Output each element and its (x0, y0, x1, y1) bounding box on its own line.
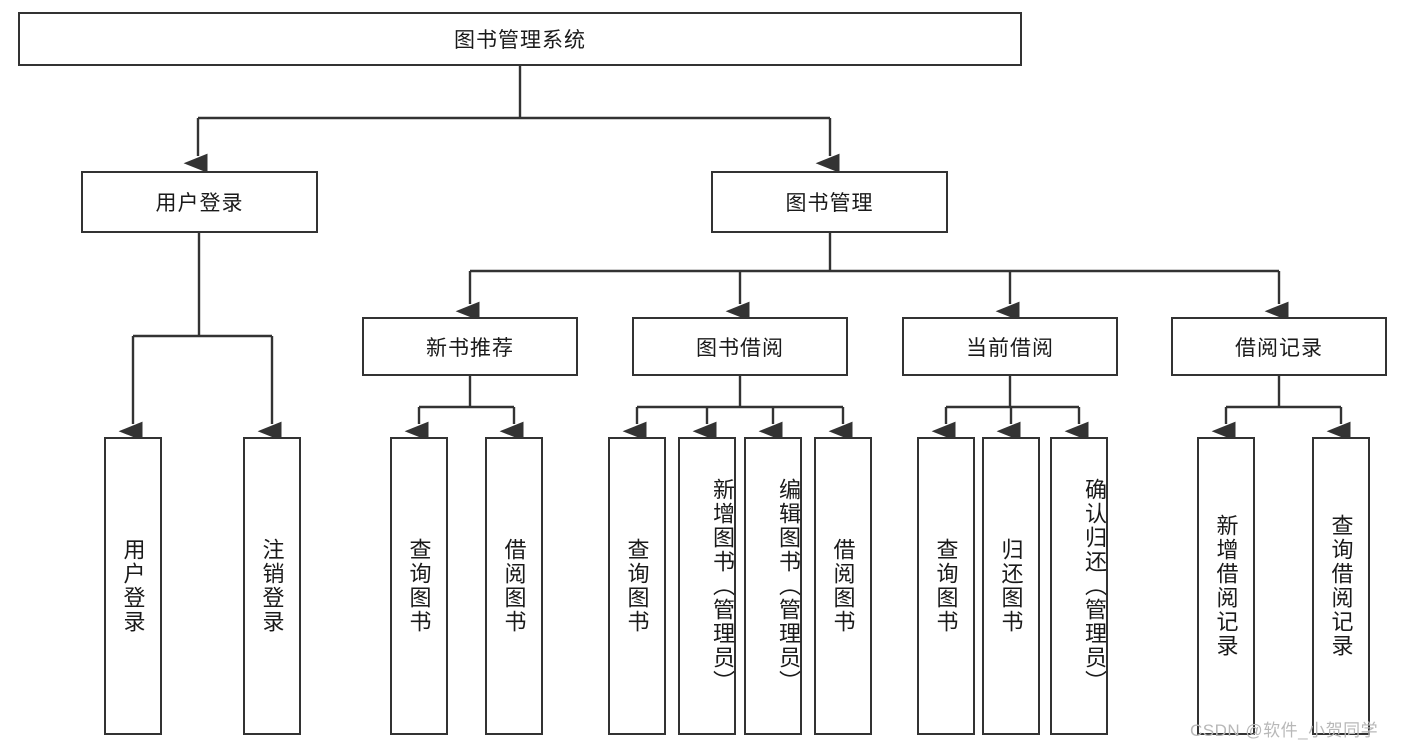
leaf-user-login[interactable]: 用户登录 (104, 437, 162, 735)
leaf-borrow-book-borrow[interactable]: 借阅图书 (814, 437, 872, 735)
node-borrow-record[interactable]: 借阅记录 (1171, 317, 1387, 376)
leaf-borrow-book-recommend[interactable]: 借阅图书 (485, 437, 543, 735)
node-new-book-recommend[interactable]: 新书推荐 (362, 317, 578, 376)
node-book-borrow[interactable]: 图书借阅 (632, 317, 848, 376)
node-user-login[interactable]: 用户登录 (81, 171, 318, 233)
node-book-manage[interactable]: 图书管理 (711, 171, 948, 233)
leaf-confirm-return-admin[interactable]: 确认归还（管理员） (1050, 437, 1108, 735)
node-current-borrow[interactable]: 当前借阅 (902, 317, 1118, 376)
leaf-add-borrow-record[interactable]: 新增借阅记录 (1197, 437, 1255, 735)
leaf-add-book-admin[interactable]: 新增图书（管理员） (678, 437, 736, 735)
node-root-system[interactable]: 图书管理系统 (18, 12, 1022, 66)
leaf-logout-login[interactable]: 注销登录 (243, 437, 301, 735)
leaf-query-book-current[interactable]: 查询图书 (917, 437, 975, 735)
leaf-query-borrow-record[interactable]: 查询借阅记录 (1312, 437, 1370, 735)
watermark-credit: CSDN @软件_小贺同学 (1190, 721, 1379, 740)
leaf-query-book-recommend[interactable]: 查询图书 (390, 437, 448, 735)
leaf-edit-book-admin[interactable]: 编辑图书（管理员） (744, 437, 802, 735)
leaf-query-book-borrow[interactable]: 查询图书 (608, 437, 666, 735)
leaf-return-book[interactable]: 归还图书 (982, 437, 1040, 735)
